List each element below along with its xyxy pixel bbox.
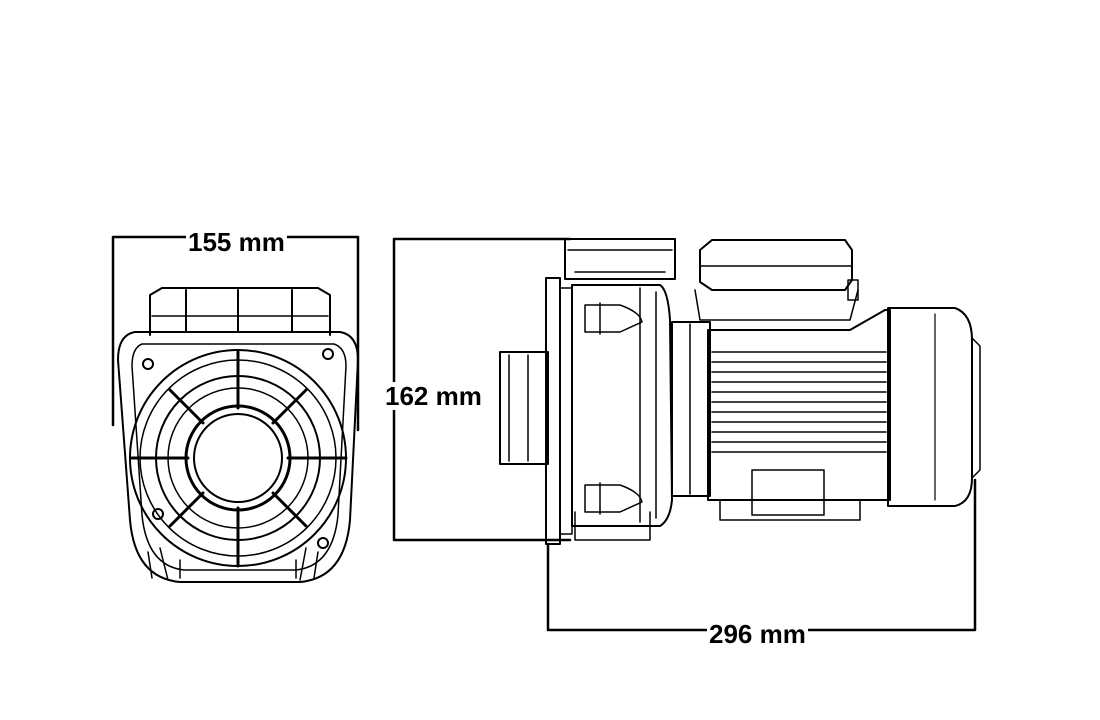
front-spokes: [130, 350, 348, 568]
side-pump-body: [571, 284, 673, 527]
mount-hole-icon: [142, 358, 154, 370]
side-inlet-nozzle: [499, 351, 549, 465]
front-outlet-port: [149, 287, 331, 336]
front-view: [117, 287, 359, 583]
dimension-label-height: 162 mm: [383, 381, 484, 411]
side-outlet-port: [564, 238, 676, 280]
dimension-line-length: [546, 478, 977, 632]
dimension-label-length: 296 mm: [707, 619, 808, 649]
dimension-label-width: 155 mm: [186, 227, 287, 257]
side-motor-body: [707, 309, 891, 521]
front-feet: [147, 547, 319, 581]
side-terminal-box: [694, 239, 859, 321]
front-inlet: [184, 404, 292, 512]
side-coupling: [671, 321, 711, 497]
side-fan-cover: [887, 307, 981, 507]
mount-hole-icon: [152, 508, 164, 520]
mount-hole-icon: [317, 537, 329, 549]
mount-hole-icon: [322, 348, 334, 360]
side-view: [499, 238, 981, 545]
